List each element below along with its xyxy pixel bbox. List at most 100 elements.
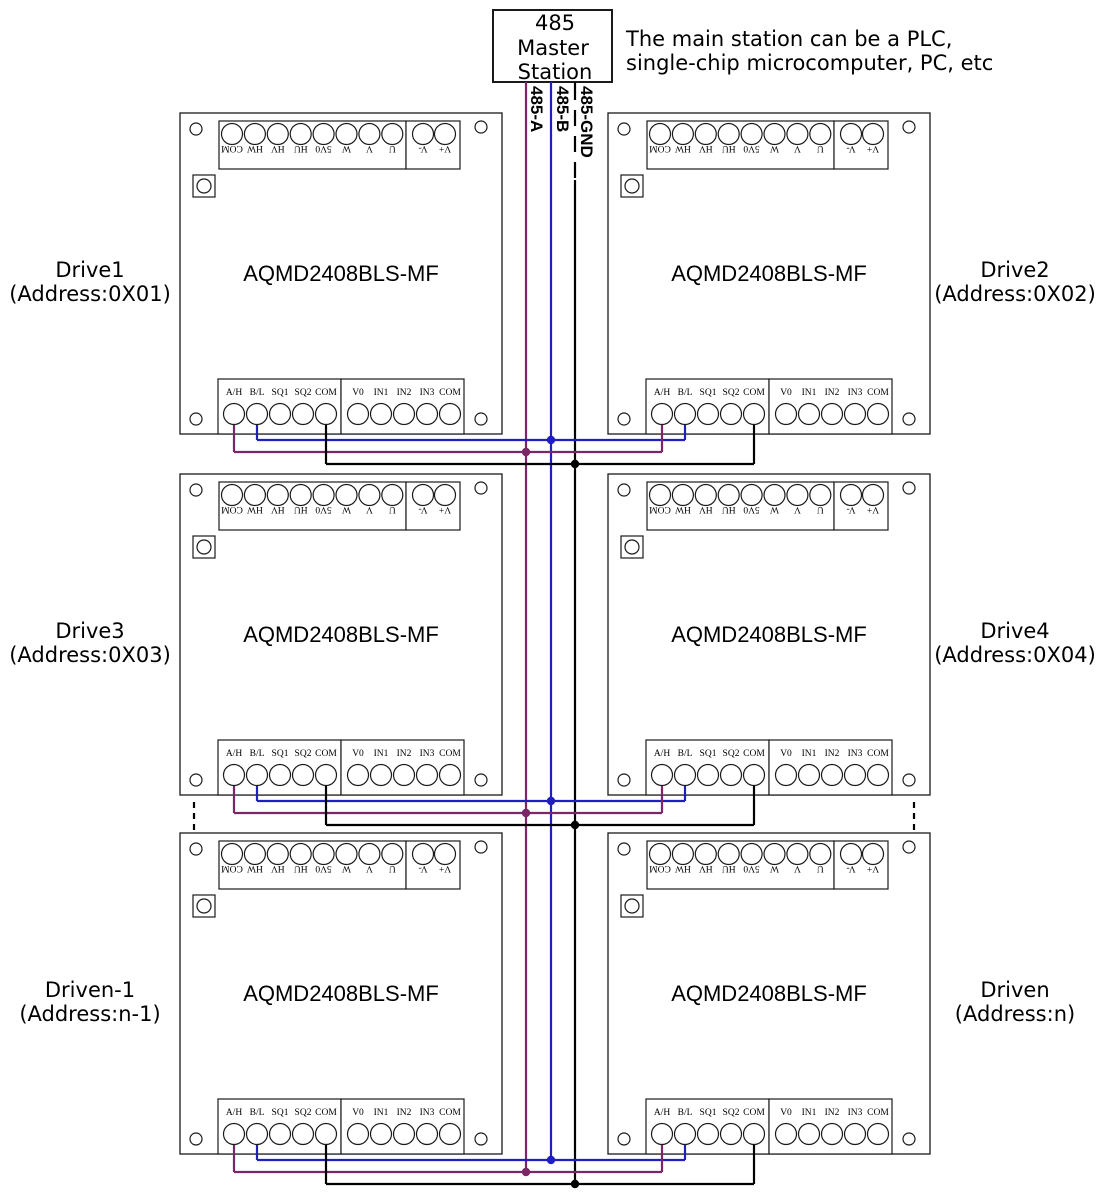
terminal-screw-icon (820, 402, 844, 426)
bottom-terminal-label: IN3 (848, 749, 863, 759)
bottom-terminal-label: A/H (226, 749, 243, 759)
top-terminal-label: 5V0 (315, 143, 332, 153)
terminal-screw-icon (222, 763, 246, 787)
junction-dot-icon (570, 1179, 580, 1189)
terminal-screw-icon (839, 483, 863, 507)
top-terminal-label: U (389, 143, 396, 153)
top-terminal-label: HU (722, 143, 736, 153)
top-terminal-label: 5V0 (743, 504, 760, 514)
mounting-hole-icon (474, 120, 488, 134)
terminal-screw-icon (411, 483, 435, 507)
top-terminal-label: W (770, 504, 779, 514)
top-terminal-label: W (770, 863, 779, 873)
terminal-screw-icon (268, 763, 292, 787)
terminal-screw-icon (740, 842, 763, 866)
top-terminal-label: V (366, 143, 373, 153)
terminal-screw-icon (314, 402, 338, 426)
terminal-screw-icon (797, 763, 821, 787)
terminal-screw-icon (243, 842, 266, 866)
terminal-screw-icon (266, 483, 289, 507)
terminal-screw-icon (369, 402, 393, 426)
top-terminal-label: 5V0 (315, 504, 332, 514)
bottom-terminal-label: IN2 (397, 388, 412, 398)
bottom-terminal-label: IN3 (848, 1108, 863, 1118)
top-terminal-label: V (366, 863, 373, 873)
bus-label-485-a: 485-A (527, 86, 546, 132)
bottom-terminal-label: V0 (352, 1108, 364, 1118)
junction-dot-icon (570, 820, 580, 830)
terminal-screw-icon (809, 483, 832, 507)
terminal-screw-icon (369, 763, 393, 787)
mounting-hole-icon (902, 481, 916, 495)
power-terminal-label: V+ (439, 863, 451, 873)
terminal-screw-icon (786, 483, 809, 507)
terminal-screw-icon (774, 1122, 798, 1146)
bottom-terminal-label: IN1 (374, 749, 389, 759)
terminal-screw-icon (696, 763, 720, 787)
junction-dot-icon (570, 459, 580, 469)
terminal-screw-icon (786, 122, 809, 146)
driver-model-label: AQMD2408BLS-MF (671, 261, 867, 286)
power-terminal-label: V- (846, 504, 855, 514)
terminal-screw-icon (289, 122, 312, 146)
bottom-terminal-label: IN1 (374, 388, 389, 398)
top-terminal-label: W (342, 863, 351, 873)
terminal-screw-icon (392, 763, 416, 787)
terminal-screw-icon (696, 402, 720, 426)
top-terminal-label: HV (271, 143, 285, 153)
terminal-screw-icon (843, 402, 867, 426)
power-terminal-label: V+ (867, 504, 879, 514)
junction-dot-icon (521, 447, 531, 457)
terminal-screw-icon (392, 1122, 416, 1146)
terminal-screw-icon (719, 402, 743, 426)
driver-name-drive4: Drive4 (980, 619, 1049, 643)
bottom-terminal-label: COM (867, 749, 889, 759)
bottom-terminal-label: B/L (678, 1108, 693, 1118)
power-terminal-label: V+ (867, 863, 879, 873)
driver-address-drive3: (Address:0X03) (9, 643, 171, 667)
terminal-screw-icon (335, 122, 358, 146)
terminal-screw-icon (820, 763, 844, 787)
top-terminal-label: HV (699, 143, 713, 153)
top-terminal-label: HW (675, 143, 691, 153)
bottom-terminal-label: SQ2 (723, 749, 740, 759)
terminal-screw-icon (358, 842, 381, 866)
top-terminal-label: V (366, 504, 373, 514)
terminal-screw-icon (369, 1122, 393, 1146)
driver-address-drive2: (Address:0X02) (934, 282, 1096, 306)
terminal-screw-icon (717, 122, 740, 146)
terminal-screw-icon (381, 122, 404, 146)
bottom-terminal-label: A/H (226, 1108, 243, 1118)
bottom-terminal-label: A/H (654, 388, 671, 398)
terminal-screw-icon (673, 1122, 697, 1146)
top-terminal-label: U (389, 863, 396, 873)
terminal-screw-icon (266, 842, 289, 866)
bottom-terminal-label: IN1 (374, 1108, 389, 1118)
terminal-screw-icon (774, 402, 798, 426)
terminal-screw-icon (861, 842, 885, 866)
bottom-terminal-label: B/L (250, 388, 265, 398)
bottom-terminal-label: SQ1 (272, 749, 289, 759)
bottom-terminal-label: COM (439, 749, 461, 759)
bottom-terminal-label: B/L (250, 749, 265, 759)
bus-label-485-gnd: 485-GND (577, 86, 596, 158)
terminal-screw-icon (843, 763, 867, 787)
terminal-screw-icon (411, 122, 435, 146)
bottom-terminal-label: SQ1 (272, 1108, 289, 1118)
mounting-hole-icon (189, 1132, 203, 1146)
mounting-hole-icon (902, 412, 916, 426)
terminal-screw-icon (438, 1122, 462, 1146)
power-terminal-label: V- (418, 504, 427, 514)
driver-address-driven: (Address:n) (955, 1002, 1075, 1026)
terminal-screw-icon (433, 122, 457, 146)
power-terminal-label: V- (846, 143, 855, 153)
bottom-terminal-label: COM (867, 1108, 889, 1118)
mounting-hole-icon (617, 1132, 631, 1146)
junction-dot-icon (546, 1155, 556, 1165)
top-terminal-label: W (770, 143, 779, 153)
power-terminal-label: V- (418, 143, 427, 153)
top-terminal-label: COM (649, 863, 671, 873)
